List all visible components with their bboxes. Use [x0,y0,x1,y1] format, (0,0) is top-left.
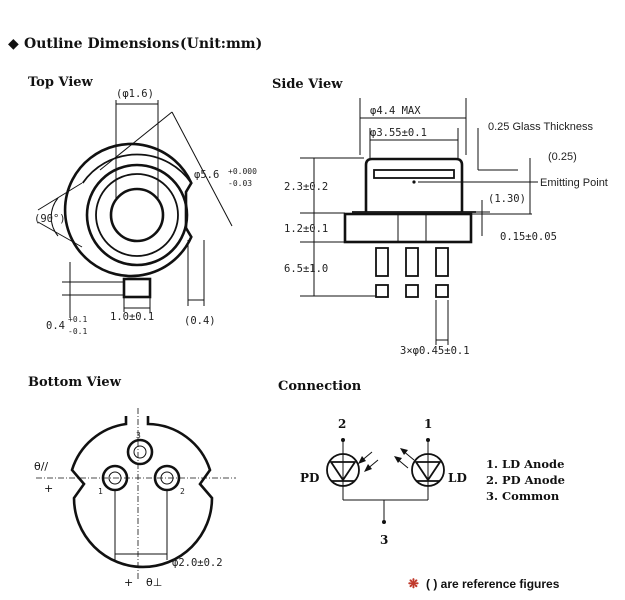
footnote-asterisk-icon: ❋ [408,576,419,591]
unit-label: (Unit:mm) [180,36,262,52]
pin-circle-dimension: φ2.0±0.2 [172,557,223,569]
bottom-pin1-label: 1 [98,487,103,496]
top-notch-depth-minus: -0.1 [68,327,87,336]
pin-length-dimension: 6.5±1.0 [284,263,328,275]
theta-perp-label: θ⊥ [146,576,162,589]
top-notch-depth-plus: +0.1 [68,315,87,324]
bottom-view-drawing [36,408,236,580]
bottom-pin2-label: 2 [180,487,185,496]
footnote-text: ( ) are reference figures [426,577,560,591]
legend-common: 3. Common [486,489,560,503]
top-outer-tolerance-plus: +0.000 [228,167,257,176]
legend-ld-anode: 1. LD Anode [486,457,564,471]
side-window-dimension: φ3.55±0.1 [370,127,427,139]
ld-label: LD [448,471,467,485]
top-tab-gap-dimension: (0.4) [184,315,216,327]
top-tab-width-dimension: 1.0±0.1 [110,311,154,323]
side-view-drawing [300,98,538,345]
connection-heading: Connection [278,379,362,394]
emit-height-dimension: (1.30) [488,193,526,205]
emitting-point-label: Emitting Point [540,177,608,189]
theta-perp-plus: + [124,576,133,589]
glass-thickness-label: 0.25 Glass Thickness [488,121,593,133]
top-window-dimension: (φ1.6) [116,88,154,100]
pd-label: PD [300,471,319,485]
base-height-dimension: 1.2±0.1 [284,223,328,235]
theta-parallel-label: θ// [34,460,48,473]
top-outer-diameter-dimension: φ5.6 [194,169,219,181]
title-diamond-icon: ◆ [8,36,19,52]
top-angle-dimension: (90°) [34,213,66,225]
legend-pd-anode: 2. PD Anode [486,473,565,487]
drawing-title: Outline Dimensions [24,36,180,52]
reference-025-label: (0.25) [548,151,577,163]
step-dimension: 0.15±0.05 [500,231,557,243]
connection-pin3-label: 3 [380,533,388,547]
cap-height-dimension: 2.3±0.2 [284,181,328,193]
theta-parallel-plus: + [44,482,53,495]
pin-diameter-dimension: 3×φ0.45±0.1 [400,345,470,357]
top-notch-depth-dimension: 0.4 [46,320,65,332]
side-cap-max-dimension: φ4.4 MAX [370,105,421,117]
bottom-view-heading: Bottom View [28,375,122,390]
top-view-drawing [37,100,233,318]
bottom-pin3-label: 3 [136,431,141,440]
connection-schematic [326,438,445,524]
top-outer-tolerance-minus: -0.03 [228,179,252,188]
side-view-heading: Side View [272,77,343,92]
connection-pin1-label: 1 [424,417,432,431]
connection-pin2-label: 2 [338,417,346,431]
top-view-heading: Top View [28,75,94,90]
